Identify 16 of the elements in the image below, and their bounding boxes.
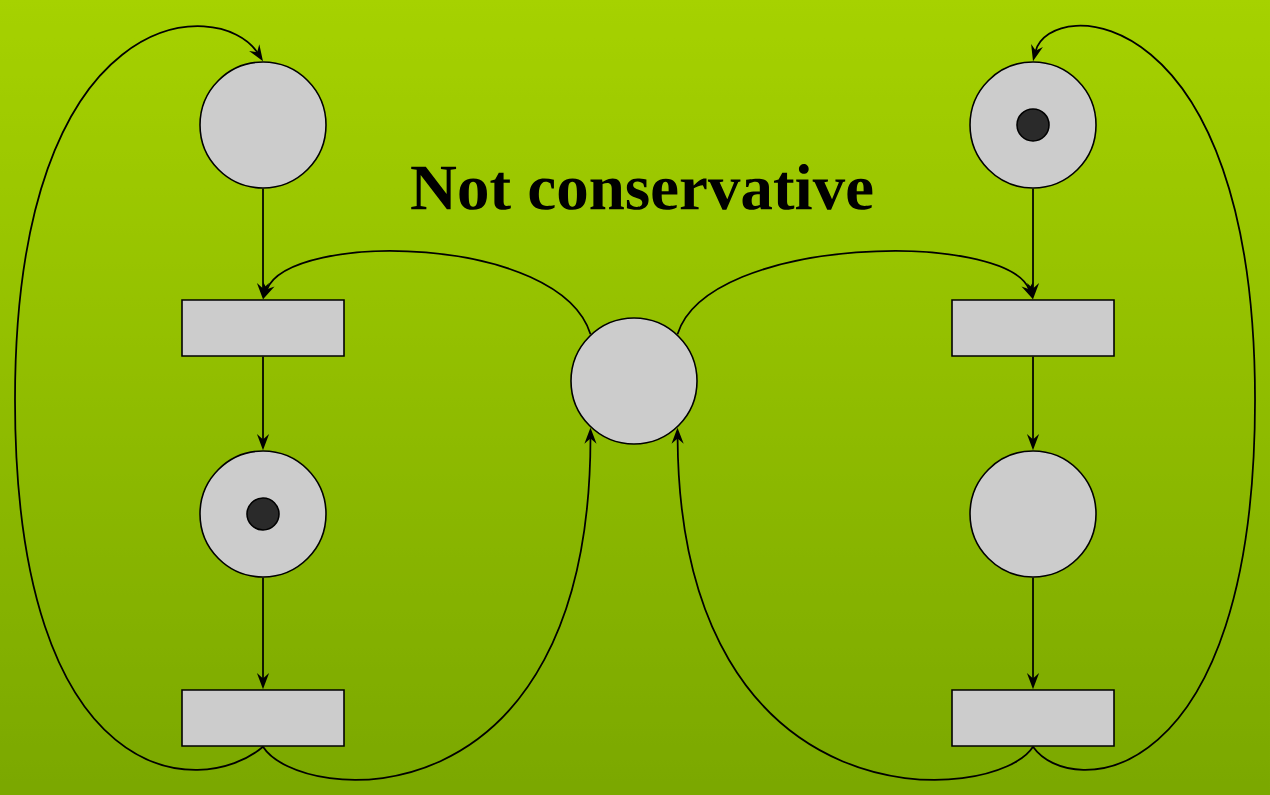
arrow [14, 25, 264, 771]
transition-bar [951, 299, 1115, 357]
place-circle [199, 450, 327, 578]
arrow [1031, 24, 1256, 771]
title: Not conservative [411, 164, 873, 210]
place-circle [199, 61, 327, 189]
arrow [263, 250, 592, 336]
place-circle [969, 450, 1097, 578]
token-dot [246, 497, 280, 531]
place-circle [969, 61, 1097, 189]
arrow [676, 250, 1033, 336]
token-dot [1016, 108, 1050, 142]
transition-bar [181, 689, 345, 747]
place-circle [570, 317, 698, 445]
transition-bar [181, 299, 345, 357]
transition-bar [951, 689, 1115, 747]
